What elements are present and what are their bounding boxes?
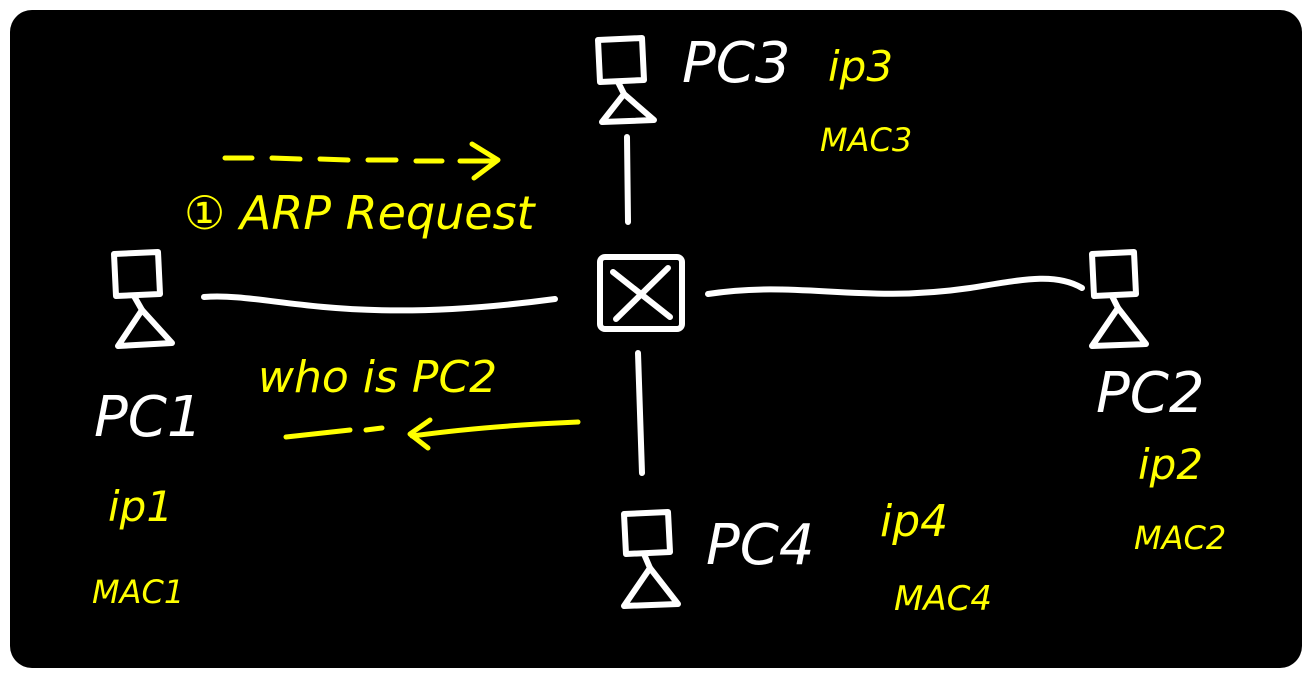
network-diagram [111, 35, 1149, 609]
pc2-computer-icon [1089, 249, 1149, 349]
who-is-pc2-label: who is PC2 [258, 352, 498, 403]
pc1-ip-label: ip1 [108, 482, 174, 531]
link-pc1-switch [201, 293, 558, 314]
link-switch-pc3 [624, 134, 631, 225]
pc1-label: PC1 [94, 385, 203, 450]
pc4-ip-label: ip4 [880, 496, 949, 547]
pc1-mac-label: MAC1 [92, 573, 185, 611]
pc2-mac-label: MAC2 [1134, 519, 1227, 557]
pc3-ip-label: ip3 [828, 42, 894, 91]
pc3-label: PC3 [682, 31, 791, 96]
link-switch-pc4 [635, 350, 645, 476]
pc2-ip-label: ip2 [1138, 440, 1204, 489]
pc2-label: PC2 [1096, 361, 1205, 426]
whiteboard-canvas: PC1 PC3 PC2 PC4 ① ARP Request who is PC2… [10, 10, 1302, 668]
pc3-mac-label: MAC3 [820, 121, 913, 159]
link-switch-pc2 [705, 275, 1085, 297]
pc1-computer-icon [111, 249, 175, 349]
pc4-computer-icon [621, 509, 681, 609]
pc3-computer-icon [595, 35, 657, 125]
switch-icon [597, 254, 685, 332]
pc4-mac-label: MAC4 [894, 579, 992, 619]
pc4-label: PC4 [706, 513, 815, 578]
arp-request-label: ① ARP Request [184, 186, 535, 240]
request-arrow [222, 141, 501, 181]
reply-arrow [283, 417, 581, 451]
